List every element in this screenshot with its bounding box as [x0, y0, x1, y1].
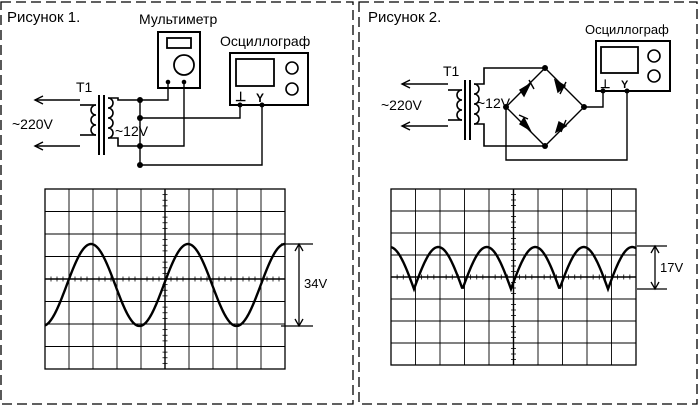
output-voltage-2: ~12V [477, 95, 511, 111]
transformer1-icon [80, 95, 140, 155]
junction-dots-2 [503, 65, 630, 149]
oscillograph2-icon [595, 40, 671, 92]
scope-grid-1 [44, 188, 286, 370]
junction-dots-1 [137, 97, 265, 168]
sine-waveform [44, 242, 286, 328]
wiring-2 [505, 91, 628, 161]
multimeter-label: Мультиметр [139, 11, 217, 27]
transformer2-icon [448, 67, 545, 147]
figure2-title: Рисунок 2. [368, 9, 441, 26]
input-arrows-2 [400, 79, 448, 131]
multimeter-icon [157, 31, 201, 89]
ground-symbol-1: ⊥ [235, 89, 246, 104]
figure2: Рисунок 2. Осциллограф ⊥ Y T1 [368, 9, 683, 366]
input-voltage-1: ~220V [12, 116, 54, 132]
input-voltage-2: ~220V [381, 97, 423, 113]
oscillograph1-icon [229, 52, 309, 106]
amplitude-label-2: 17V [660, 260, 683, 275]
scope-grid-2 [390, 188, 637, 366]
figure1-frame [0, 1, 354, 405]
rectified-waveform [390, 245, 637, 293]
transformer2-label: T1 [443, 63, 460, 79]
oscillograph2-label: Осциллограф [585, 22, 669, 37]
wiring-1 [139, 84, 263, 166]
transformer1-label: T1 [76, 79, 93, 95]
ground-symbol-2: ⊥ [600, 77, 610, 91]
amplitude-label-1: 34V [304, 276, 327, 291]
oscillograph1-label: Осциллограф [220, 33, 310, 49]
diode-bridge-icon [505, 67, 585, 147]
amplitude-marker-1 [281, 242, 313, 328]
y-symbol-2: Y [621, 79, 629, 91]
figure2-frame [358, 1, 698, 405]
figure1: Рисунок 1. Мультиметр Осциллограф ⊥ Y T1 [7, 9, 327, 370]
figure1-title: Рисунок 1. [7, 9, 80, 26]
amplitude-marker-2 [637, 244, 667, 291]
y-symbol-1: Y [256, 91, 264, 105]
output-voltage-1: ~12V [115, 123, 149, 139]
input-arrows-1 [33, 95, 80, 151]
